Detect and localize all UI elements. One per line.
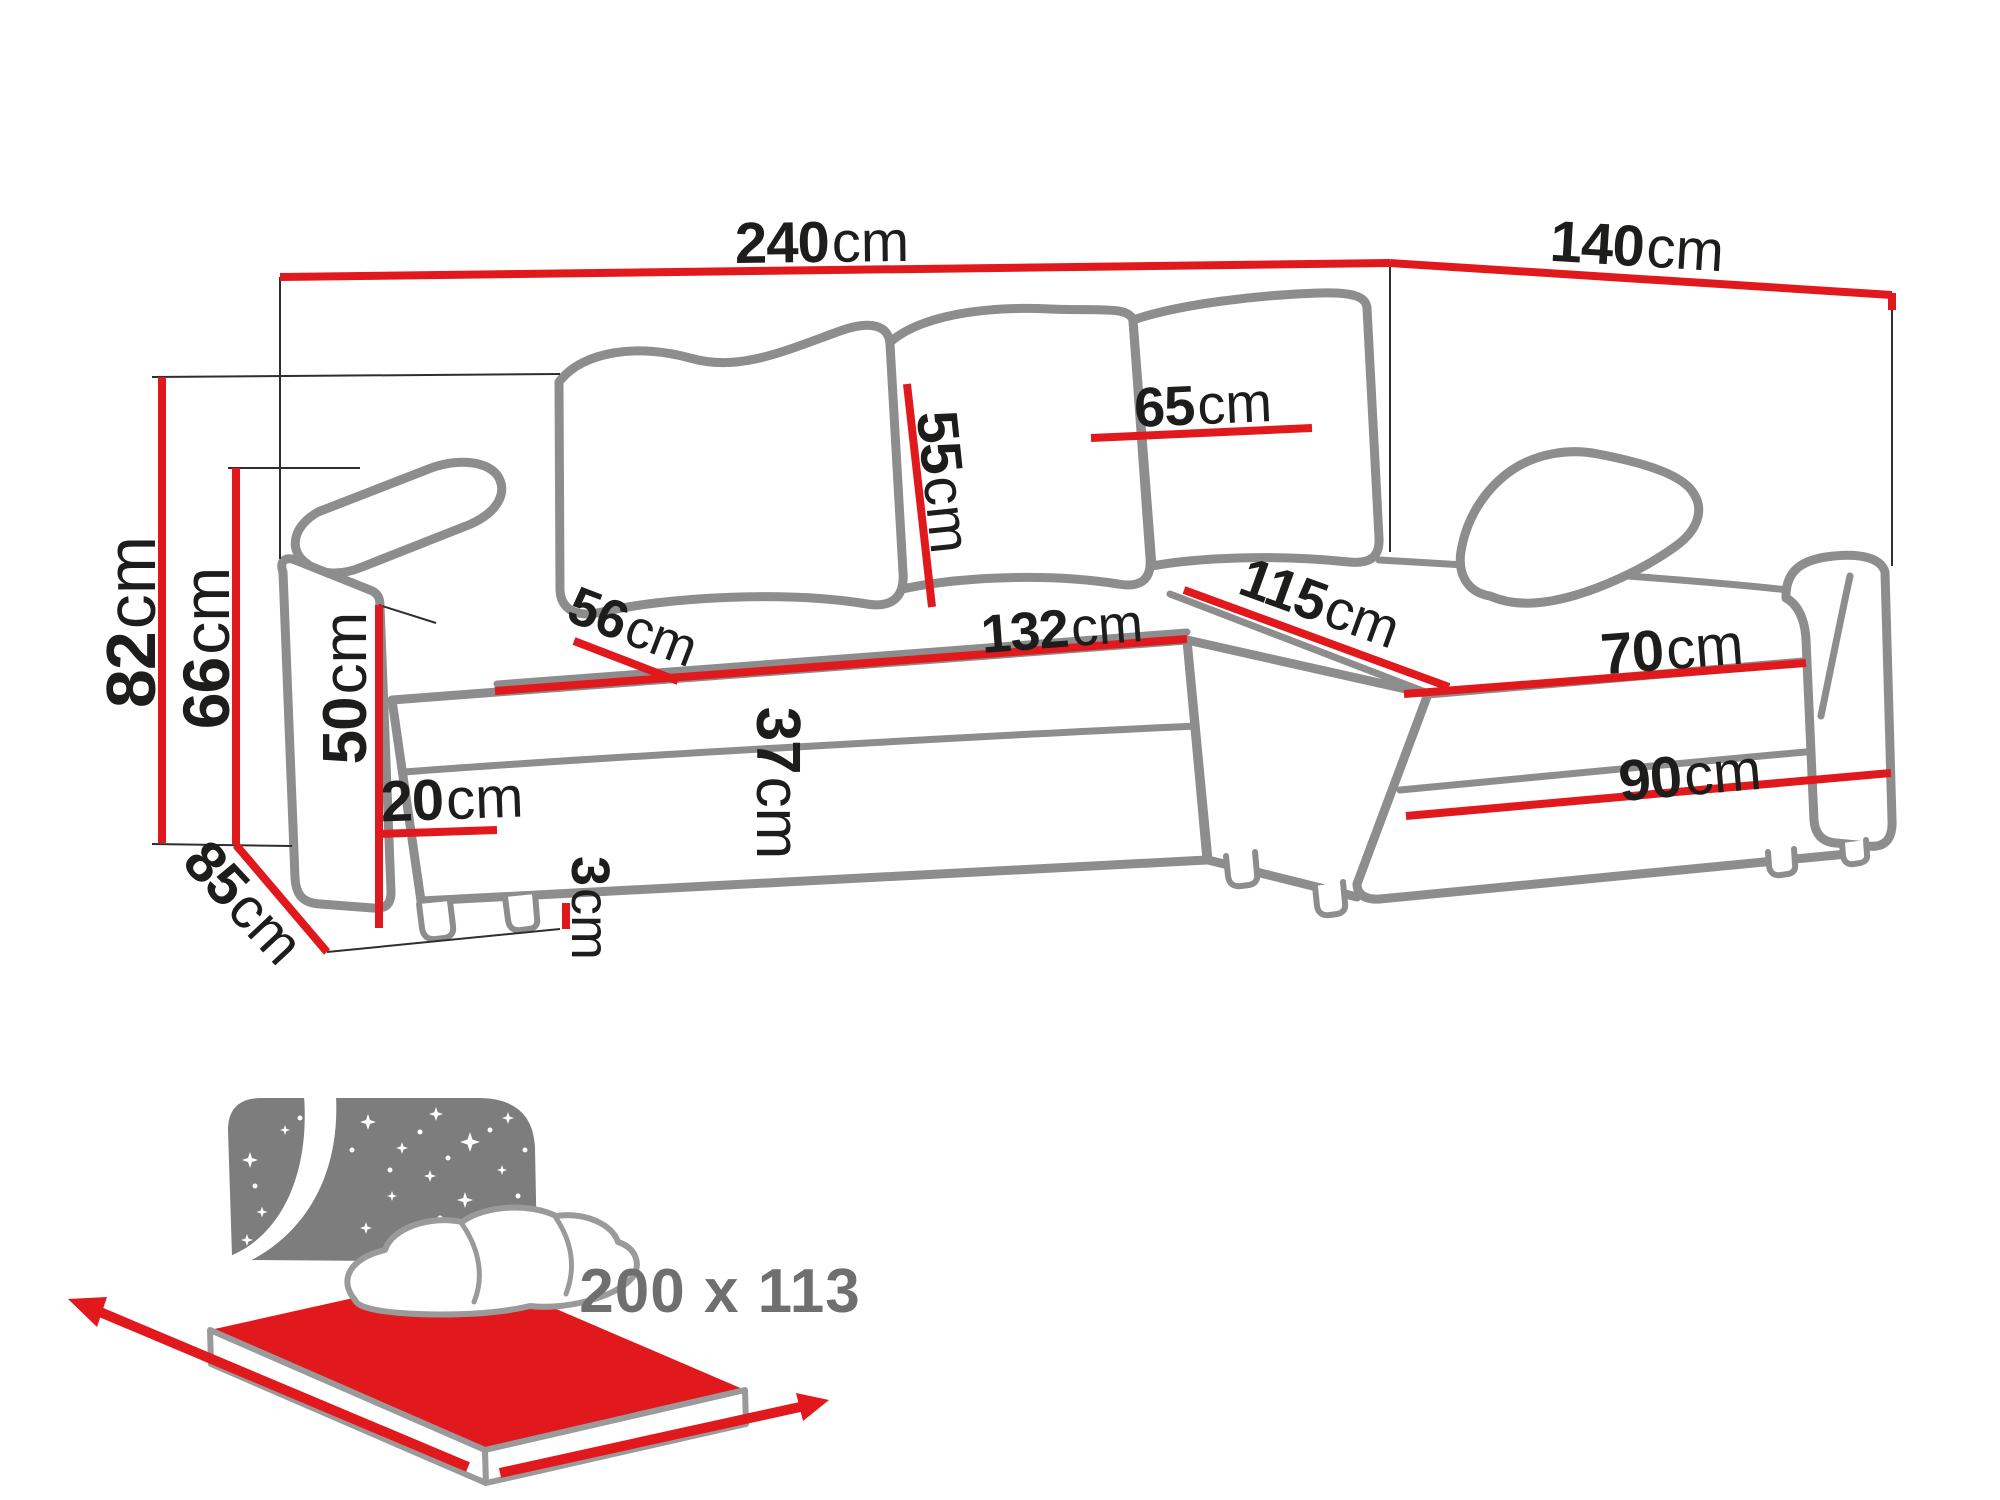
dimension-line-65 bbox=[1090, 424, 1313, 442]
dim-corner-depth-label: 140cm bbox=[1548, 209, 1726, 285]
armrest-cushion bbox=[290, 457, 507, 578]
sofa-leg bbox=[1312, 879, 1349, 919]
dim-unit: cm bbox=[1663, 611, 1746, 683]
dim-cushion-width-label: 65cm bbox=[1132, 370, 1274, 439]
sofa-leg bbox=[1765, 846, 1799, 879]
right-arm-crease bbox=[1817, 572, 1854, 720]
dim-value: 65 bbox=[1132, 373, 1196, 439]
dim-value: 140 bbox=[1548, 208, 1646, 280]
dimension-line-56 bbox=[572, 637, 680, 685]
dim-armrest-height-label: 50cm bbox=[311, 612, 380, 765]
dimension-line-115 bbox=[1182, 586, 1451, 691]
dimension-line-70 bbox=[1403, 659, 1807, 698]
dim-unit: cm bbox=[311, 611, 380, 695]
dim-unit: cm bbox=[831, 208, 910, 275]
sofa-leg bbox=[502, 891, 541, 934]
dim-value: 82 bbox=[92, 632, 170, 709]
dim-armrest-width-label: 20cm bbox=[379, 765, 524, 835]
sofa-leg bbox=[416, 898, 457, 943]
dim-value: 90 bbox=[1615, 743, 1684, 815]
mattress-top bbox=[210, 1272, 745, 1450]
sofa-front-seam bbox=[400, 722, 1201, 776]
crescent-swoosh bbox=[230, 1096, 337, 1262]
dimension-line-240 bbox=[279, 259, 1391, 281]
dim-value: 20 bbox=[379, 767, 445, 835]
dimension-line-140 bbox=[1389, 259, 1893, 299]
dim-value: 55 bbox=[903, 407, 975, 477]
duvet-fold bbox=[553, 1215, 574, 1297]
dim-unit: cm bbox=[1681, 736, 1764, 809]
dim-backrest-height-label: 66cm bbox=[169, 567, 243, 729]
dim-value: 132 bbox=[978, 598, 1071, 665]
dim-cushion-height-label: 55cm bbox=[903, 407, 984, 557]
dim-unit: cm bbox=[92, 535, 170, 630]
dimension-line-55 bbox=[903, 383, 936, 608]
sofa-leg bbox=[1223, 849, 1261, 890]
dim-unit: cm bbox=[743, 776, 812, 860]
dim-value: 66 bbox=[169, 657, 243, 730]
dim-value: 240 bbox=[734, 209, 830, 277]
dimension-line-85 bbox=[232, 842, 331, 955]
sleeping-area-size-label: 200 x 113 bbox=[579, 1257, 861, 1326]
seat-front-edge bbox=[493, 628, 1191, 688]
dimension-line-132 bbox=[494, 635, 1188, 695]
sleeping-function-icon bbox=[68, 1096, 829, 1486]
dim-unit: cm bbox=[1644, 214, 1726, 285]
sofa-outline-drawing bbox=[277, 288, 1897, 943]
dim-seat-width-label: 132cm bbox=[978, 593, 1146, 665]
dim-unit: cm bbox=[169, 566, 243, 655]
corner-side-face bbox=[1182, 635, 1433, 902]
dimension-line-90 bbox=[1405, 769, 1892, 820]
dim-value: 37 bbox=[743, 706, 812, 774]
dim-value: 50 bbox=[311, 697, 380, 765]
sofa-leg bbox=[1839, 837, 1871, 868]
dim-total-width-label: 240cm bbox=[734, 209, 910, 277]
duvet-fold bbox=[459, 1221, 482, 1305]
dim-unit: cm bbox=[1068, 593, 1146, 659]
dimension-lines bbox=[158, 259, 1896, 955]
dim-value: 3 bbox=[560, 855, 620, 886]
dim-unit: cm bbox=[910, 472, 984, 557]
dim-leg-height-label: 3cm bbox=[560, 855, 620, 961]
dim-seat-height-label: 37cm bbox=[743, 707, 812, 860]
back-cushion-left bbox=[554, 320, 908, 619]
chaise-seat-edge bbox=[1166, 590, 1432, 697]
left-arm bbox=[277, 554, 396, 913]
dimension-line-20 bbox=[378, 826, 498, 838]
chaise-pillow bbox=[1455, 447, 1704, 608]
dim-chaise-seat-width-label: 70cm bbox=[1598, 612, 1745, 688]
dim-unit: cm bbox=[1195, 370, 1274, 437]
dim-unit: cm bbox=[560, 888, 620, 961]
dim-chaise-width-label: 90cm bbox=[1615, 737, 1764, 815]
dim-total-height-label: 82cm bbox=[92, 536, 170, 708]
measure-arrows bbox=[68, 1297, 829, 1478]
dim-unit: cm bbox=[444, 764, 525, 833]
reference-lines bbox=[151, 263, 1893, 953]
dim-value: 70 bbox=[1598, 617, 1666, 688]
